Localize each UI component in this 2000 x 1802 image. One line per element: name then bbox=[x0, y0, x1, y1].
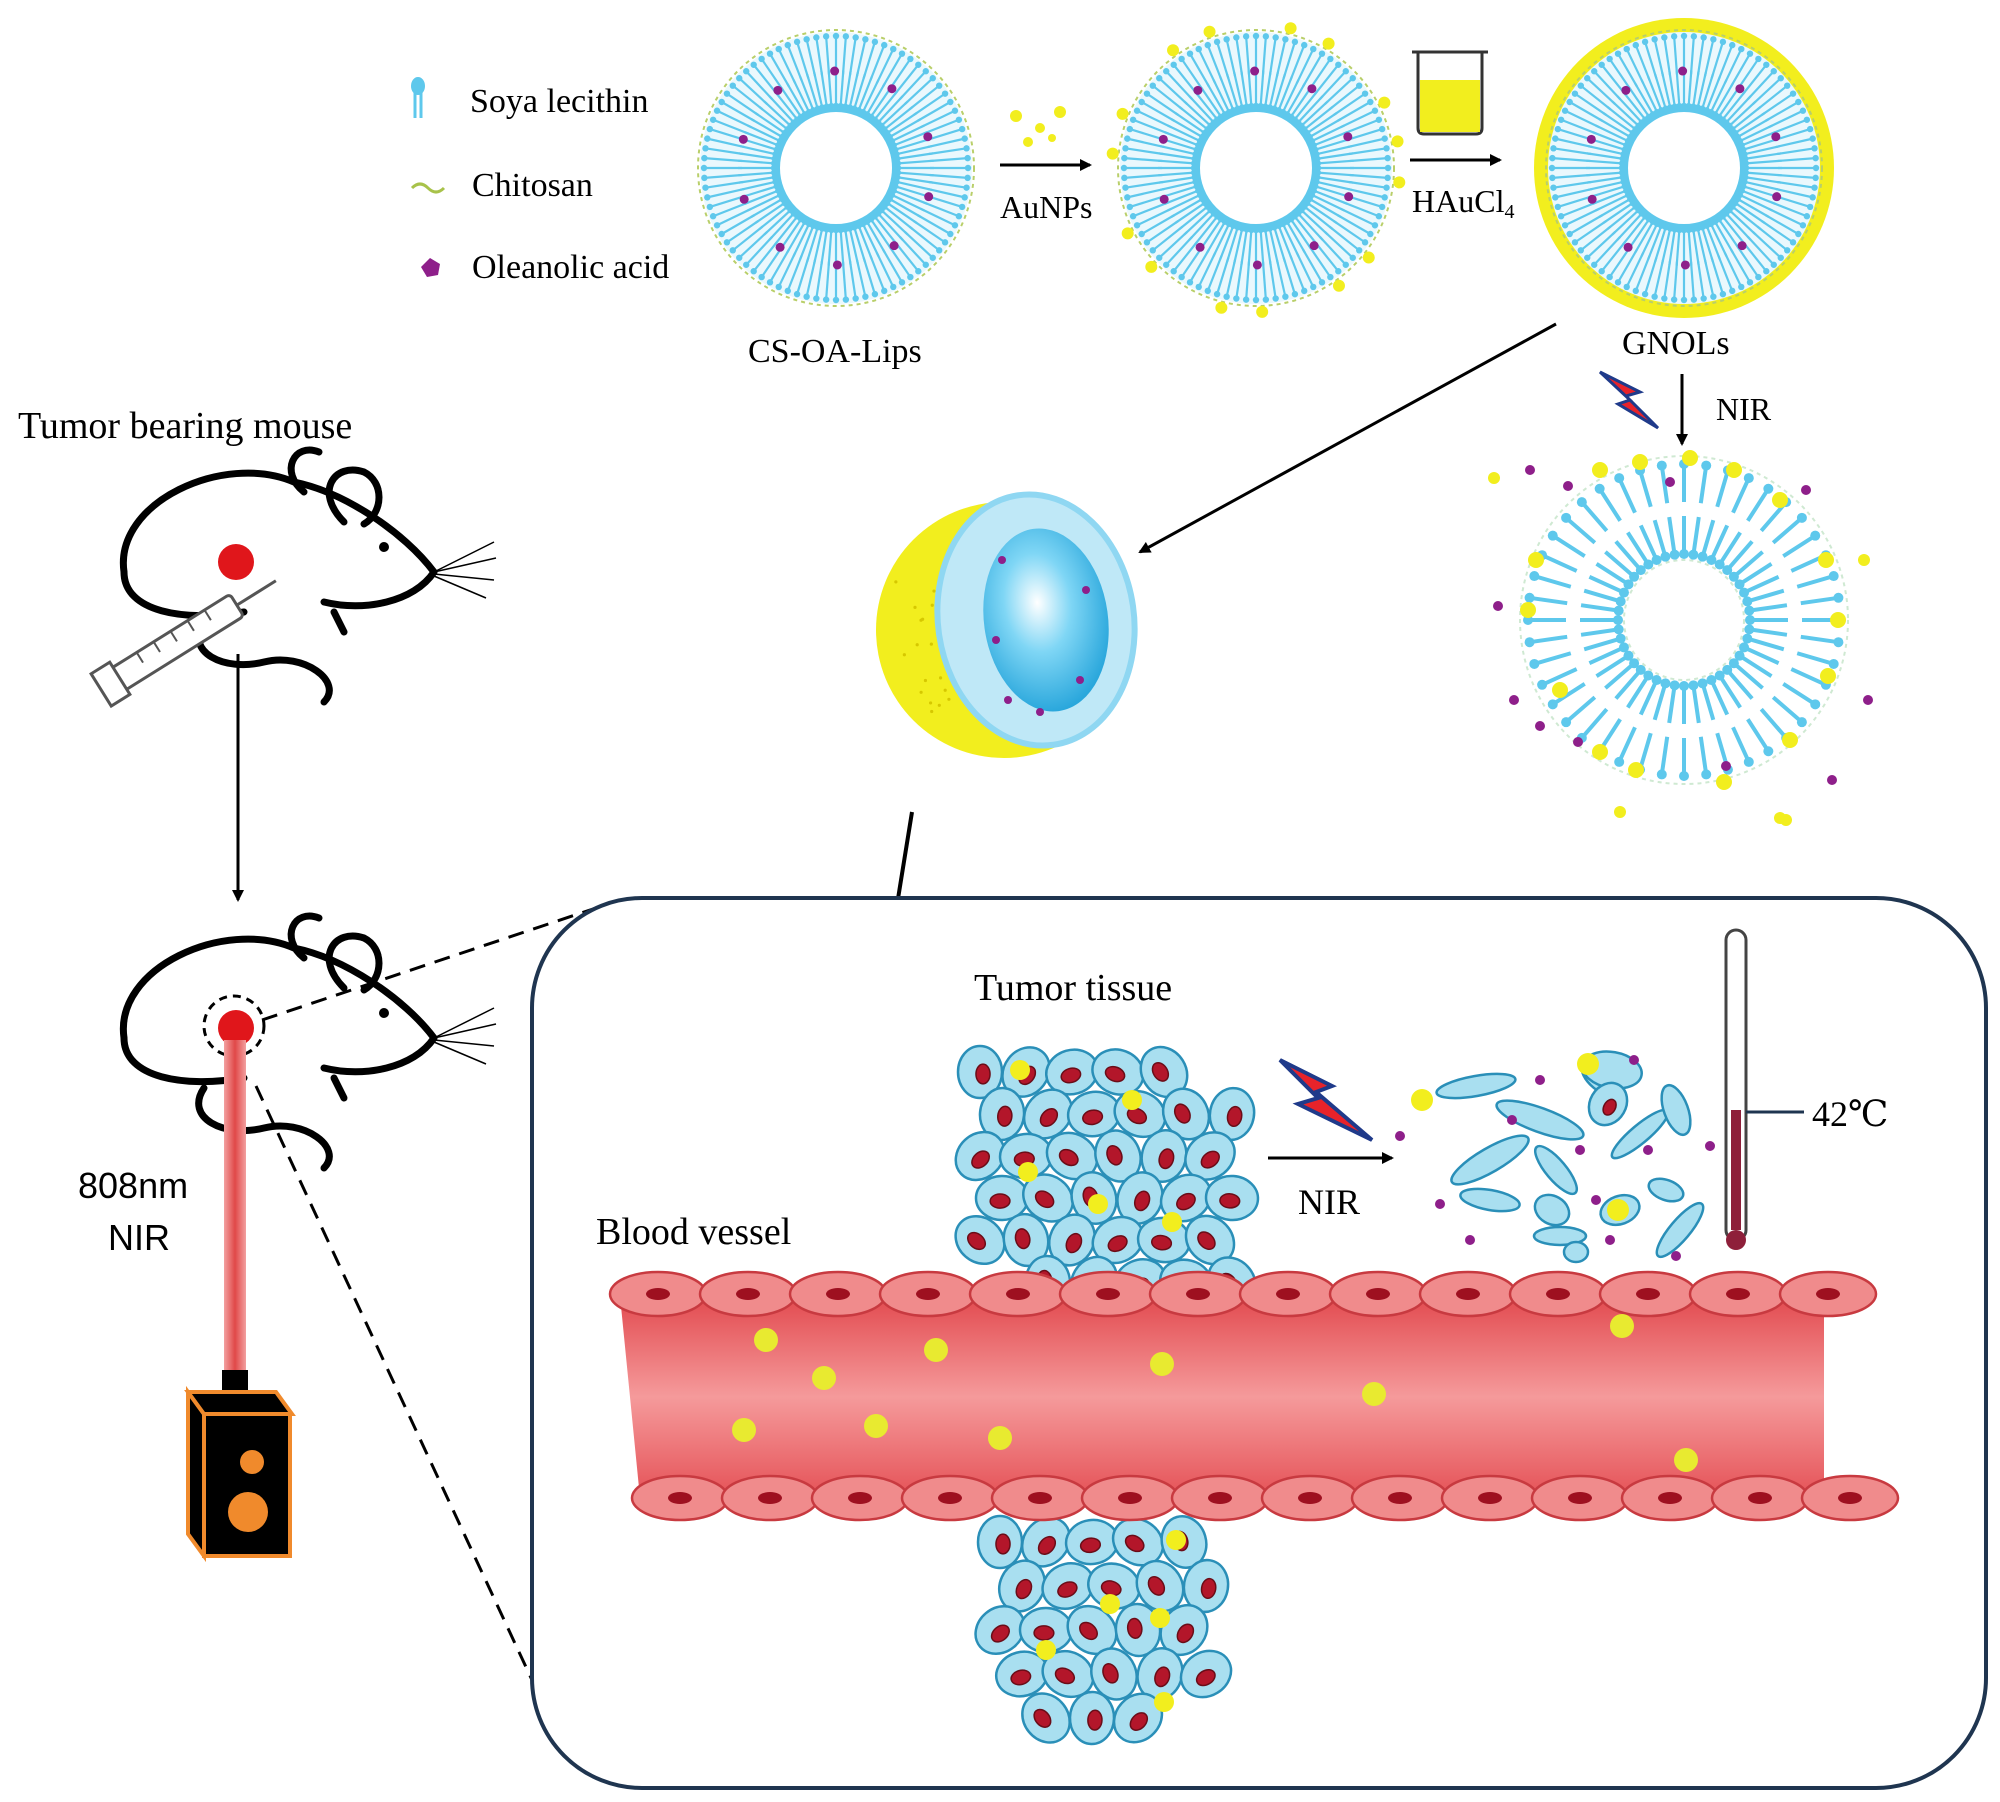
lightning-icon bbox=[1600, 372, 1658, 428]
laser-type-label: NIR bbox=[108, 1217, 170, 1258]
mouse-panel-title: Tumor bearing mouse bbox=[18, 405, 352, 447]
blood-vessel-label: Blood vessel bbox=[596, 1211, 791, 1253]
legend: Soya lecithin Chitosan Oleanolic acid bbox=[411, 77, 669, 286]
nir-release-label: NIR bbox=[1716, 391, 1772, 427]
aunps-label: AuNPs bbox=[1000, 189, 1092, 225]
blood-vessel bbox=[610, 1272, 1898, 1520]
chitosan-icon bbox=[412, 184, 444, 192]
beaker-icon bbox=[1412, 52, 1488, 134]
tumor-bearing-mouse-icon bbox=[123, 450, 496, 702]
cs-oa-lips-label: CS-OA-Lips bbox=[748, 333, 922, 370]
laser-device-icon bbox=[188, 1370, 292, 1556]
haucl4-subscript: 4 bbox=[1504, 201, 1514, 223]
syringe-icon bbox=[91, 565, 286, 706]
tumor-tissue-label: Tumor tissue bbox=[974, 967, 1172, 1009]
treated-mouse-icon bbox=[123, 916, 496, 1168]
disrupted-liposome bbox=[1488, 450, 1873, 826]
oleanolic-acid-icon bbox=[421, 258, 440, 277]
arrow-to-cross-section bbox=[1140, 324, 1556, 552]
liposome-with-aunps bbox=[1107, 22, 1406, 318]
temperature-label: 42℃ bbox=[1812, 1094, 1888, 1134]
zoom-line-bottom bbox=[256, 1086, 532, 1680]
liposome-cs-oa-lips bbox=[698, 30, 974, 306]
legend-soya-lecithin: Soya lecithin bbox=[470, 83, 648, 120]
laser-wavelength-label: 808nm bbox=[78, 1165, 188, 1206]
gnols-gold-shell-liposome bbox=[1534, 18, 1834, 318]
gnols-cross-section bbox=[876, 482, 1151, 759]
lipid-icon bbox=[411, 77, 425, 118]
gnols-label: GNOLs bbox=[1622, 325, 1730, 362]
inset-nir-label: NIR bbox=[1298, 1182, 1360, 1222]
haucl4-label: HAuCl4 bbox=[1412, 183, 1514, 223]
aunps-particles bbox=[1010, 106, 1066, 147]
legend-chitosan: Chitosan bbox=[472, 167, 593, 204]
legend-oleanolic-acid: Oleanolic acid bbox=[472, 249, 669, 286]
laser-beam bbox=[224, 1040, 246, 1370]
